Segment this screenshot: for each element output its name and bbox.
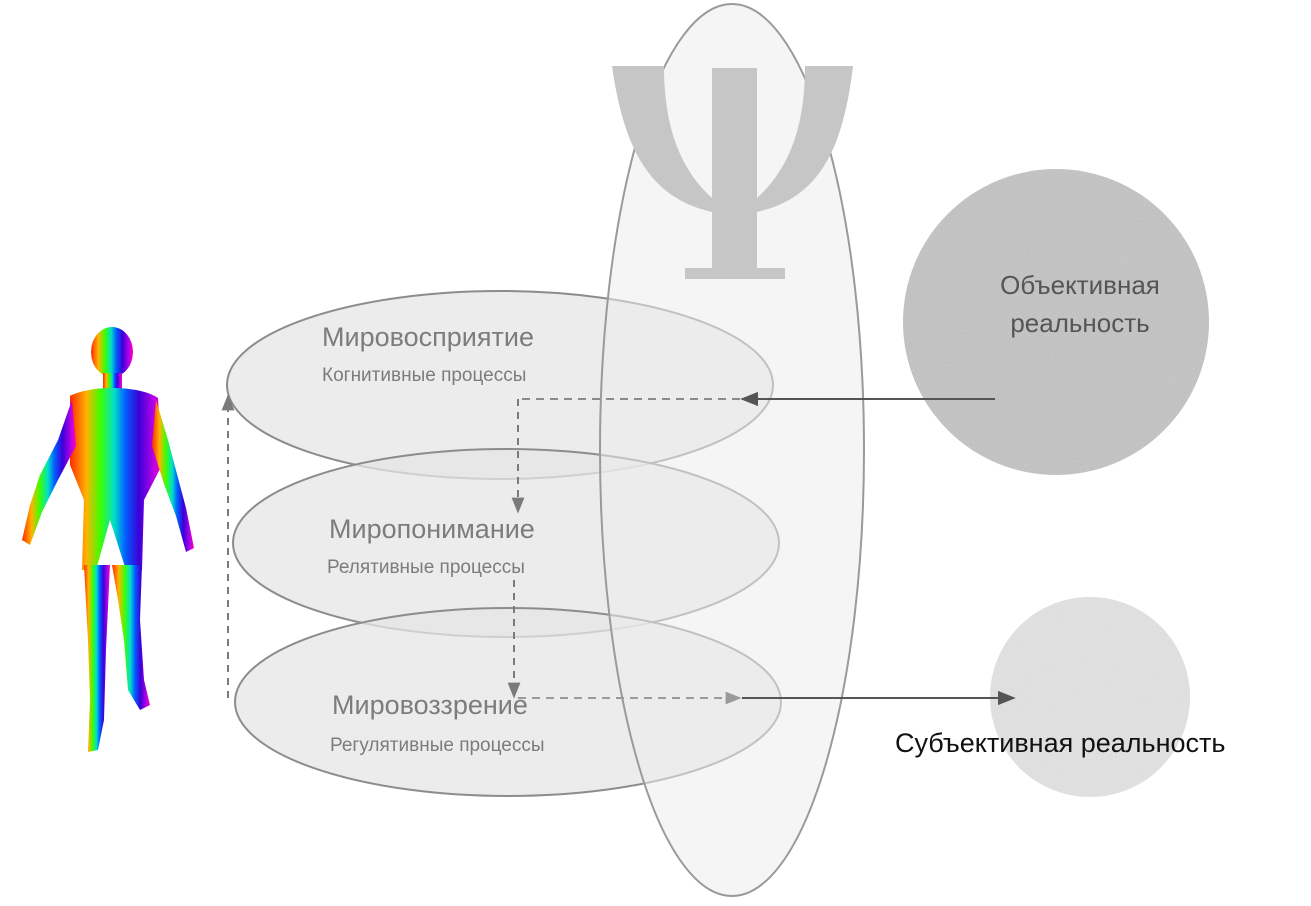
figure-left-arm — [22, 400, 76, 545]
subjective-reality-label: Субъективная реальность — [895, 728, 1225, 759]
layer-title-worldview: Мировоззрение — [332, 690, 528, 721]
layer-title-understanding: Миропонимание — [329, 514, 535, 545]
figure-right-leg — [112, 565, 150, 710]
figure-head — [91, 327, 133, 377]
objective-reality-label: Объективная реальность — [930, 266, 1230, 342]
psi-foot — [685, 268, 785, 279]
layer-subtitle-worldview: Регулятивные процессы — [330, 735, 545, 757]
figure-right-arm — [152, 400, 194, 552]
layer-subtitle-perception: Когнитивные процессы — [322, 365, 526, 387]
layer-title-perception: Мировосприятие — [322, 322, 534, 353]
figure-torso — [70, 388, 162, 570]
human-figure-icon — [22, 327, 194, 752]
subjective-sphere-texture — [990, 597, 1190, 797]
layer-subtitle-understanding: Релятивные процессы — [327, 557, 525, 579]
figure-left-leg — [84, 565, 110, 752]
psi-stem — [712, 68, 757, 273]
subjective-reality-sphere — [990, 597, 1190, 797]
objective-reality-line-1: Объективная — [930, 266, 1230, 304]
objective-reality-line-2: реальность — [930, 304, 1230, 342]
